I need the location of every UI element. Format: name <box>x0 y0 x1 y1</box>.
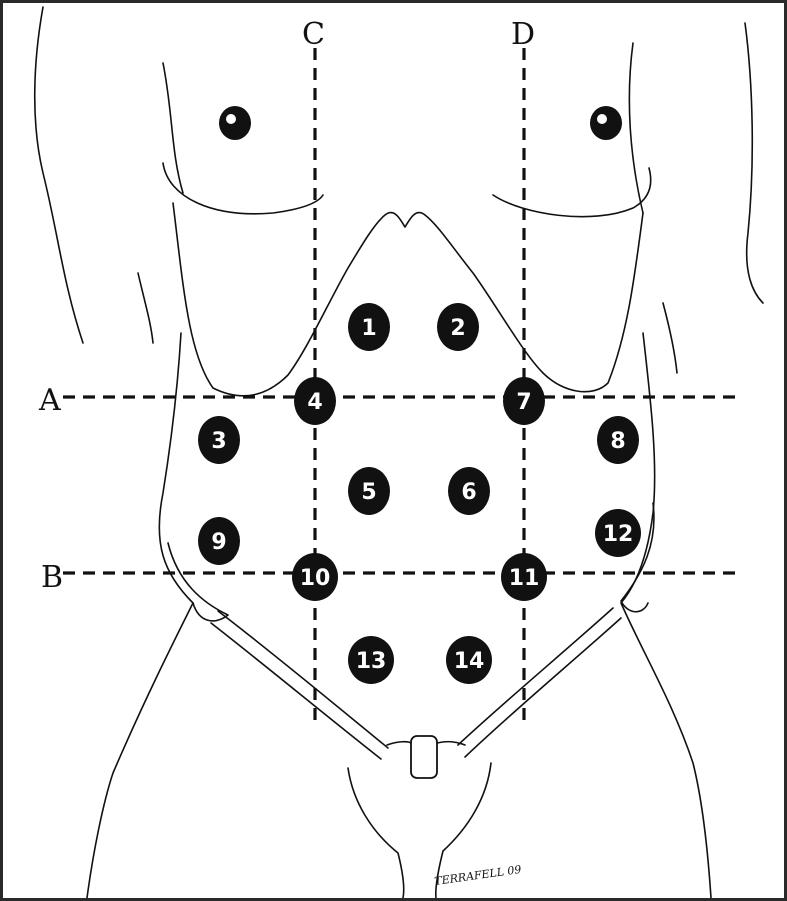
marker-10: 10 <box>292 553 338 601</box>
right-nipple <box>590 106 622 140</box>
left-arm-outline <box>33 6 84 344</box>
marker-circle <box>292 553 338 601</box>
marker-label: 11 <box>509 566 540 591</box>
marker-label: 13 <box>356 649 387 674</box>
marker-circle <box>348 303 390 351</box>
marker-circle <box>294 377 336 425</box>
torso-outline <box>33 6 764 898</box>
marker-circle <box>446 636 492 684</box>
marker-circle <box>597 416 639 464</box>
left-iliac-crest <box>167 542 229 622</box>
pubic-symphysis <box>386 735 466 779</box>
line-b-label: B <box>41 560 63 595</box>
artist-signature: TERRAFELL 09 <box>434 863 523 888</box>
marker-8: 8 <box>597 416 639 464</box>
reference-lines <box>63 48 738 727</box>
marker-circle <box>595 509 641 557</box>
right-breast-outline <box>492 167 652 218</box>
line-d-label: D <box>511 17 535 52</box>
marker-label: 7 <box>516 390 531 415</box>
marker-label: 1 <box>361 316 376 341</box>
marker-label: 9 <box>211 530 226 555</box>
right-flank <box>620 332 712 898</box>
costal-margin <box>172 202 644 397</box>
marker-label: 14 <box>454 649 485 674</box>
marker-6: 6 <box>448 467 490 515</box>
marker-13: 13 <box>348 636 394 684</box>
right-inguinal-ligament <box>457 607 614 746</box>
marker-label: 8 <box>610 429 625 454</box>
right-iliac-crest <box>620 502 655 613</box>
marker-5: 5 <box>348 467 390 515</box>
left-thigh-line <box>347 767 405 898</box>
marker-14: 14 <box>446 636 492 684</box>
marker-4: 4 <box>294 377 336 425</box>
left-flank <box>86 332 194 898</box>
marker-circle <box>348 636 394 684</box>
marker-circle <box>501 553 547 601</box>
marker-circle <box>198 517 240 565</box>
right-thigh-line <box>435 762 492 898</box>
marker-circle <box>437 303 479 351</box>
marker-label: 5 <box>361 480 376 505</box>
left-breast-outline <box>162 162 324 215</box>
marker-1: 1 <box>348 303 390 351</box>
marker-label: 2 <box>450 316 465 341</box>
marker-9: 9 <box>198 517 240 565</box>
marker-7: 7 <box>503 377 545 425</box>
marker-circle <box>448 467 490 515</box>
marker-label: 6 <box>461 480 476 505</box>
marker-12: 12 <box>595 509 641 557</box>
right-arm-outline <box>744 22 764 304</box>
marker-label: 3 <box>211 429 226 454</box>
marker-label: 10 <box>300 566 331 591</box>
left-inguinal-ligament <box>217 610 389 749</box>
line-c-label: C <box>302 17 325 52</box>
left-nipple <box>219 106 251 140</box>
marker-circle <box>348 467 390 515</box>
marker-label: 4 <box>307 390 322 415</box>
marker-3: 3 <box>198 416 240 464</box>
marker-circle <box>198 416 240 464</box>
line-a-label: A <box>38 383 61 418</box>
marker-label: 12 <box>603 522 634 547</box>
marker-11: 11 <box>501 553 547 601</box>
marker-2: 2 <box>437 303 479 351</box>
marker-circle <box>503 377 545 425</box>
